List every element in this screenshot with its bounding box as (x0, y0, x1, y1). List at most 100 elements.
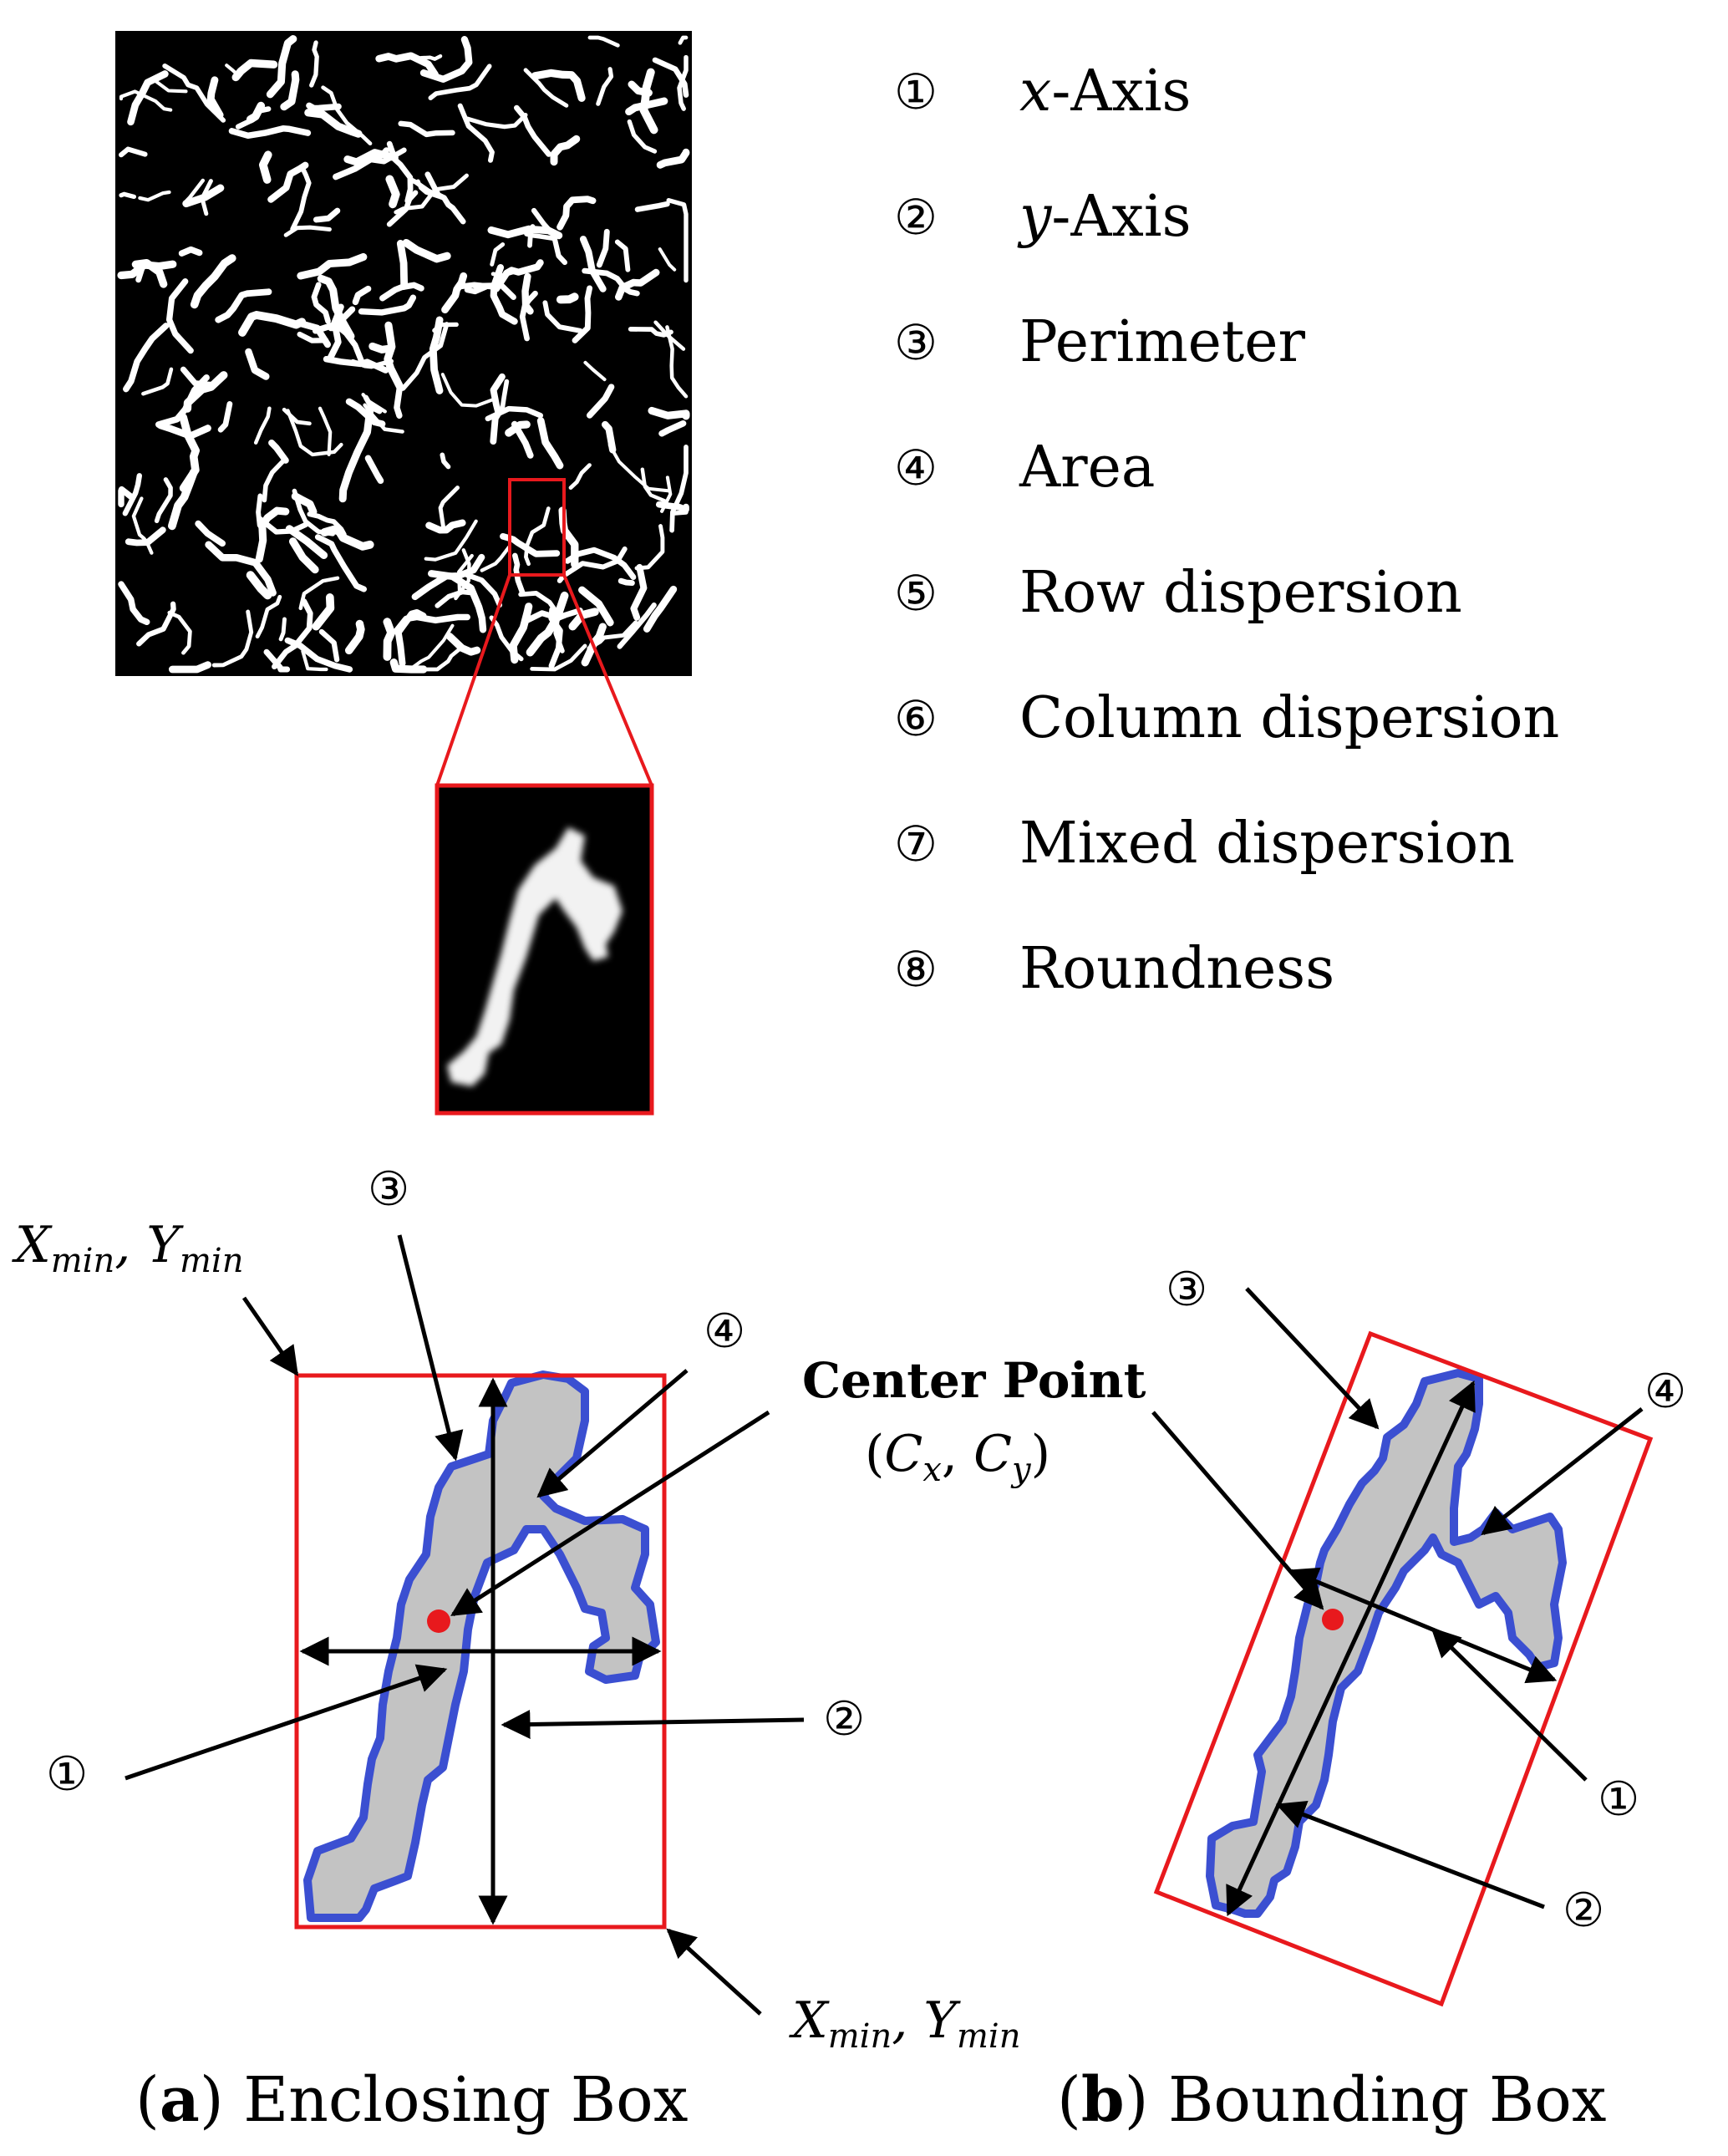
speck (524, 506, 551, 567)
speck (262, 457, 287, 503)
speck (492, 259, 544, 292)
speck (634, 201, 670, 212)
speck (524, 231, 557, 242)
panel-a: ③ ④ ① ② Xmin, Ymin Xmin, Ymin (12, 1162, 1020, 2056)
speck (665, 325, 689, 399)
speck (669, 445, 689, 533)
speck (628, 327, 673, 338)
speck (246, 571, 272, 600)
speck (206, 76, 224, 119)
speck (445, 633, 481, 656)
speck (154, 477, 173, 524)
speck (435, 589, 476, 608)
center-point-title: Center Point (802, 1352, 1146, 1409)
speck (656, 148, 690, 169)
speck (568, 463, 592, 490)
perimeter-pointer (397, 1234, 464, 1462)
legend-label: x-Axis (1019, 58, 1192, 125)
legend-number: ④ (894, 440, 938, 496)
callout-perimeter-a: ③ (368, 1162, 409, 1217)
speck (288, 537, 319, 574)
legend-number: ⑧ (894, 941, 938, 998)
speck (411, 553, 485, 601)
speck (581, 623, 607, 667)
callout-y-axis-a: ② (823, 1692, 865, 1747)
speck (165, 278, 194, 354)
speck (630, 563, 648, 621)
legend-label: y-Axis (1019, 184, 1192, 250)
speck (666, 198, 689, 283)
speck (151, 77, 188, 94)
speck (527, 224, 536, 248)
speck (455, 281, 504, 290)
speck (514, 104, 551, 157)
speck (195, 520, 226, 547)
speck (119, 191, 137, 200)
x-axis-pointer-b (1431, 1627, 1588, 1782)
speck (586, 384, 615, 419)
speck (290, 164, 312, 231)
speck (344, 619, 365, 655)
speck (304, 109, 363, 138)
legend-number: ③ (894, 314, 938, 371)
speck (205, 541, 277, 597)
speck (138, 190, 171, 202)
speck (363, 403, 404, 434)
speck (178, 246, 203, 257)
speck (286, 409, 343, 457)
speck (182, 184, 225, 208)
speck (671, 507, 689, 516)
zoom-inset (435, 783, 654, 1116)
speck (480, 545, 511, 572)
speck (640, 467, 667, 503)
speck (258, 150, 272, 184)
zoom-connector-right (562, 574, 653, 786)
min-label-top: Xmin, Ymin (12, 1216, 243, 1280)
speck (255, 594, 282, 638)
speck (309, 40, 319, 88)
speck (509, 603, 533, 664)
speck (512, 552, 526, 596)
speck (282, 407, 312, 426)
speck (268, 440, 289, 464)
speck (352, 285, 372, 306)
speck (257, 516, 308, 535)
speck (500, 379, 510, 410)
callout-perimeter-b: ③ (1166, 1263, 1207, 1317)
speck (556, 292, 579, 304)
legend-item: ④ Area (894, 435, 1155, 501)
center-point-label: Center Point (Cx, Cy) (802, 1352, 1146, 1489)
speck (386, 190, 419, 227)
min-pointer-bottom (666, 1928, 762, 2016)
speck (521, 272, 534, 315)
speck (217, 401, 233, 433)
speck (419, 645, 464, 672)
legend-label: Area (1019, 435, 1156, 501)
legend-label: Roundness (1019, 936, 1335, 1002)
speck (410, 623, 455, 670)
speck (190, 254, 236, 309)
legend-number: ⑦ (894, 816, 938, 872)
speck (464, 572, 503, 608)
speck (238, 311, 307, 337)
speck (168, 661, 212, 674)
speck (245, 348, 270, 380)
speck (521, 608, 583, 625)
speck (266, 35, 297, 99)
speck (125, 526, 166, 547)
speck (122, 473, 142, 516)
speck (225, 64, 241, 78)
speck (582, 267, 640, 297)
speck (396, 240, 409, 290)
speck (440, 373, 498, 408)
speck (400, 322, 450, 391)
speck (579, 236, 607, 292)
center-pointer-a (450, 1410, 770, 1617)
speck (652, 57, 689, 98)
speck (155, 374, 210, 428)
enclosing-box (294, 1373, 667, 1930)
speck (306, 102, 342, 112)
